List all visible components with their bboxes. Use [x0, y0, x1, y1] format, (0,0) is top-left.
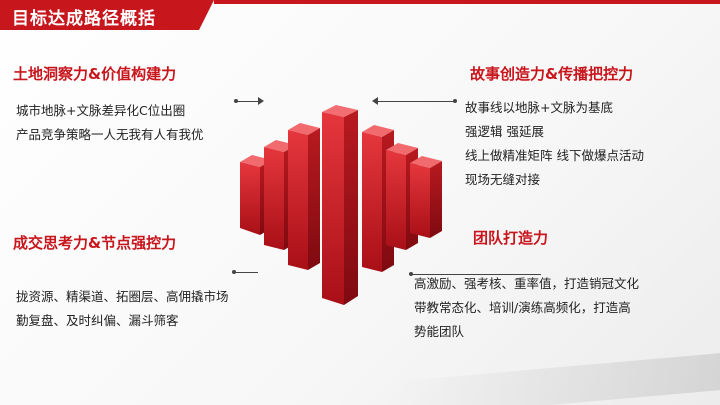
connector-line-bottom-right [411, 274, 541, 275]
title-banner [0, 0, 214, 30]
arrow-right-icon [258, 97, 264, 105]
section-text-story-creation: 故事线以地脉+文脉为基底 强逻辑 强延展 线上做精准矩阵 线下做爆点活动 现场无… [465, 96, 644, 192]
arrow-left-icon [372, 97, 378, 105]
connector-line-top-left [236, 101, 260, 102]
section-text-land-insight: 城市地脉+文脉差异化C位出圈 产品竞争策略一人无我有人有我优 [16, 99, 204, 147]
bar-top [322, 105, 358, 117]
text-line: 勤复盘、及时纠偏、漏斗筛客 [16, 313, 179, 328]
connector-line-top-right [378, 101, 454, 102]
section-text-closing-control: 拢资源、精渠道、拓圈层、高佣撬市场 勤复盘、及时纠偏、漏斗筛客 [16, 285, 229, 333]
connector-dot [453, 99, 457, 103]
bar-front [386, 150, 406, 250]
bar-front [410, 163, 430, 238]
section-heading-team-building: 团队打造力 [473, 229, 549, 247]
bar-front [288, 130, 308, 270]
section-heading-closing-control: 成交思考力&节点强控力 [13, 234, 177, 252]
bar-front [362, 132, 382, 272]
bar-front [322, 112, 344, 305]
bar-front [240, 162, 260, 235]
top-accent-line [214, 0, 720, 4]
text-line: 拢资源、精渠道、拓圈层、高佣撬市场 [16, 289, 229, 304]
bar-front [264, 147, 284, 250]
bar-side [344, 110, 358, 305]
text-line: 城市地脉+文脉差异化C位出圈 [16, 103, 186, 118]
bar-side [308, 128, 320, 270]
red-3d-bars-icon [240, 105, 442, 305]
text-line: 势能团队 [414, 324, 465, 339]
section-heading-land-insight: 土地洞察力&价值构建力 [13, 65, 177, 83]
page-title: 目标达成路径概括 [12, 9, 156, 29]
section-text-team-building: 高激励、强考核、重率值，打造销冠文化 带教常态化、培训/演练高频化，打造高 势能… [414, 272, 639, 344]
text-line: 高激励、强考核、重率值，打造销冠文化 [414, 276, 640, 291]
text-line: 强逻辑 强延展 [465, 124, 544, 139]
text-line: 线上做精准矩阵 线下做爆点活动 [465, 148, 644, 163]
bar-side [430, 161, 442, 238]
text-line: 带教常态化、培训/演练高频化，打造高 [414, 300, 631, 315]
connector-line-bottom-left [234, 272, 258, 273]
floor-shadow [380, 353, 720, 405]
text-line: 现场无缝对接 [465, 172, 541, 187]
section-heading-story-creation: 故事创造力&传播把控力 [470, 65, 634, 83]
text-line: 故事线以地脉+文脉为基底 [465, 100, 613, 115]
text-line: 产品竞争策略一人无我有人有我优 [16, 127, 204, 142]
